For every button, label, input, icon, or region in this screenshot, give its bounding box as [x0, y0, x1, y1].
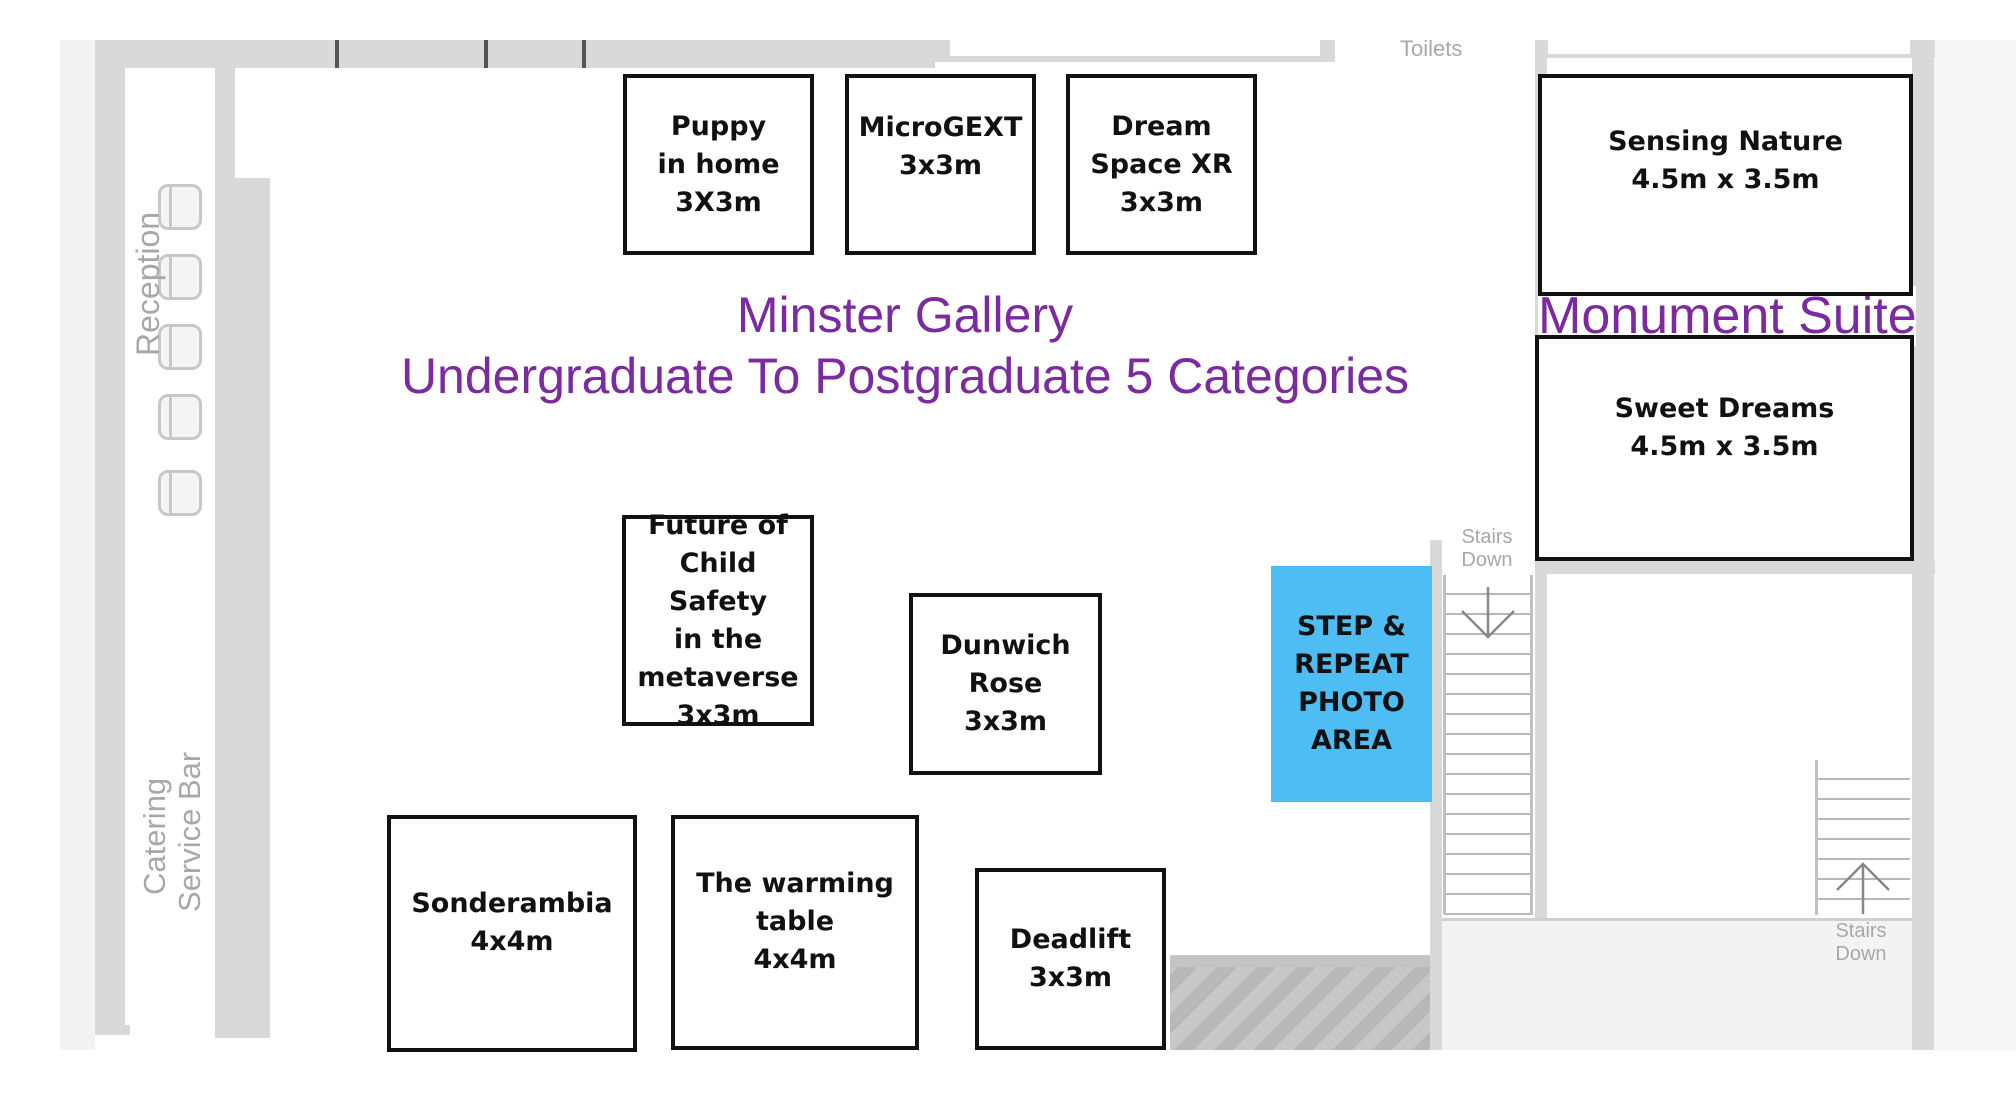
step-and-repeat-photo-area: STEP & REPEAT PHOTO AREA — [1271, 566, 1432, 802]
landing-wall — [1535, 560, 1935, 574]
booth-label: Sonderambia 4x4m — [411, 887, 613, 957]
booth-label: Deadlift 3x3m — [1009, 924, 1132, 993]
chair-icon — [158, 184, 202, 230]
left-bottom-wall — [70, 1025, 130, 1035]
booth-label: Puppy in home 3X3m — [657, 110, 780, 218]
booth-label: MicroGEXT 3x3m — [858, 111, 1023, 181]
stairs-down-label-bottom: Stairs Down — [1835, 920, 1887, 965]
booth-label: The warming table 4x4m — [696, 867, 894, 975]
reception-label: Reception — [130, 211, 166, 356]
booth-label: Dunwich Rose 3x3m — [940, 630, 1071, 737]
gallery-title: Minster Gallery — [736, 287, 1074, 343]
top-wall-left — [95, 40, 935, 68]
chair-icon — [158, 470, 202, 516]
right-outer-wall — [1912, 40, 1934, 1050]
booth-label: Sensing Nature 4.5m x 3.5m — [1608, 126, 1843, 195]
door-mark-2 — [484, 40, 488, 68]
booth-dream-space-xr: Dream Space XR 3x3m — [1066, 74, 1257, 255]
booth-deadlift: Deadlift 3x3m — [975, 868, 1166, 1050]
stairs-down-label-top: Stairs Down — [1461, 526, 1513, 571]
door-mark-3 — [582, 40, 586, 68]
stair-divider — [1430, 540, 1442, 1050]
photo-area-label: STEP & REPEAT PHOTO AREA — [1294, 611, 1409, 756]
chair-icon — [158, 254, 202, 300]
left-outer-wall — [95, 40, 125, 640]
hatched-floor-area — [1170, 955, 1430, 1050]
chair-icon — [158, 394, 202, 440]
booth-label: Future of Child Safety in the metaverse … — [637, 509, 799, 731]
gallery-subtitle: Undergraduate To Postgraduate 5 Categori… — [400, 348, 1410, 404]
arrow-up-icon — [1836, 862, 1890, 914]
catering-label-line1: Catering — [137, 777, 172, 895]
top-right-gap — [1548, 40, 1910, 54]
left-inner-column — [215, 178, 270, 1038]
door-mark-1 — [335, 40, 339, 68]
booth-label: Sweet Dreams 4.5m x 3.5m — [1614, 393, 1835, 462]
booth-dunwich-rose: Dunwich Rose 3x3m — [909, 593, 1102, 775]
right-margin — [1934, 40, 2016, 1050]
far-left-strip — [60, 40, 95, 1050]
top-wall-gap — [950, 40, 1320, 56]
booth-microgext: MicroGEXT 3x3m — [845, 74, 1036, 255]
hatched-area-top — [1170, 955, 1430, 967]
left-inner-wall — [215, 68, 235, 178]
booth-future-of-child-safety: Future of Child Safety in the metaverse … — [622, 510, 814, 731]
lower-right-room — [1440, 918, 1912, 1050]
booth-sweet-dreams: Sweet Dreams 4.5m x 3.5m — [1535, 335, 1914, 561]
booth-sensing-nature: Sensing Nature 4.5m x 3.5m — [1538, 74, 1913, 296]
booth-the-warming-table: The warming table 4x4m — [671, 815, 919, 1050]
chair-icon — [158, 324, 202, 370]
arrow-down-icon — [1461, 587, 1515, 639]
booth-sonderambia: Sonderambia 4x4m — [387, 815, 637, 1052]
booth-label: Dream Space XR 3x3m — [1090, 110, 1233, 218]
toilets-label: Toilets — [1400, 36, 1463, 61]
booth-puppy-in-home: Puppy in home 3X3m — [623, 74, 814, 255]
catering-label-line2: Service Bar — [172, 751, 207, 912]
